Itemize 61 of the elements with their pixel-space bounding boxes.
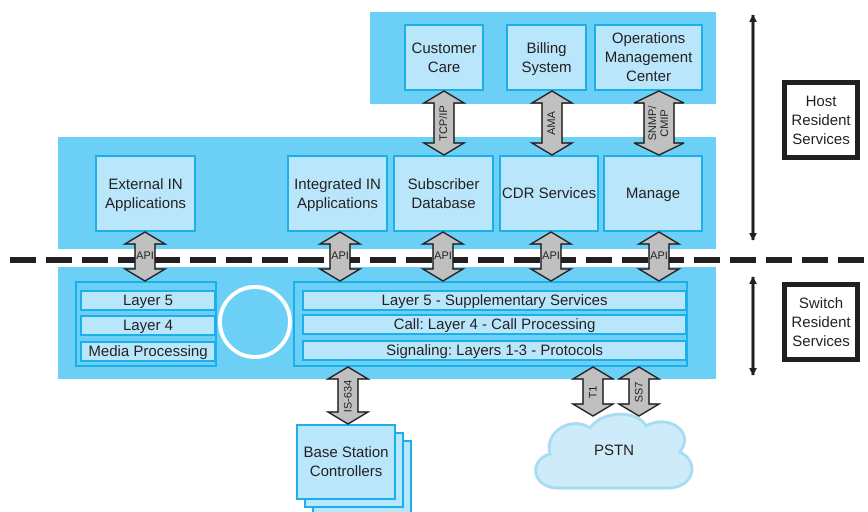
double-block-arrow	[529, 90, 575, 156]
component-box	[95, 155, 196, 232]
component-box	[296, 424, 396, 500]
edge-label: SNMP/ CMIP	[647, 104, 671, 142]
node-text: Layer 4	[122, 317, 174, 334]
double-block-arrow	[633, 90, 685, 156]
node-text: Subscriber Database	[406, 174, 480, 212]
double-block-arrow	[616, 366, 662, 417]
component-box	[603, 155, 703, 232]
label-box	[782, 80, 860, 160]
node-text: PSTN	[594, 440, 634, 460]
node-text: Host Resident Services	[790, 92, 852, 148]
edge-label: API	[541, 250, 561, 262]
layer-bar	[302, 290, 687, 311]
node-text: Switch Resident Services	[790, 294, 852, 350]
double-block-arrow	[317, 231, 363, 282]
double-block-arrow	[325, 366, 371, 425]
stack-frame	[293, 281, 688, 367]
edge-label: T1	[587, 384, 599, 400]
layer-bar	[80, 315, 216, 336]
component-box	[499, 155, 599, 232]
node-text: Call: Layer 4 - Call Processing	[394, 316, 596, 333]
node-text: Billing System	[520, 38, 572, 76]
layer-panel	[58, 267, 716, 379]
node-text: Integrated IN Applications	[293, 174, 382, 212]
node-text: External IN Applications	[104, 174, 187, 212]
component-box	[506, 24, 587, 91]
label-box	[782, 282, 860, 362]
layer-panel	[370, 12, 716, 104]
node-text: CDR Services	[502, 184, 596, 203]
layer-bar	[302, 314, 687, 335]
layer-bar	[80, 290, 216, 311]
node-text: Manage	[626, 184, 680, 203]
node-text: Operations Management Center	[604, 29, 694, 86]
edge-label: SS7	[633, 380, 645, 404]
double-block-arrow	[122, 231, 168, 282]
double-block-arrow	[528, 231, 574, 282]
node-text: Base Station Controllers	[302, 443, 390, 481]
edge-label: API	[135, 250, 155, 262]
stack-frame	[75, 281, 217, 367]
double-block-arrow	[420, 231, 466, 282]
edge-label: TCP/IP	[438, 104, 450, 143]
double-block-arrow	[636, 231, 682, 282]
edge-label: API	[433, 250, 453, 262]
node-text: Media Processing	[88, 343, 208, 360]
edge-label: API	[649, 250, 669, 262]
component-box	[287, 155, 388, 232]
component-box	[393, 155, 494, 232]
node-text: Signaling: Layers 1-3 - Protocols	[386, 342, 603, 359]
node-text: Layer 5 - Supplementary Services	[382, 292, 608, 309]
component-box	[594, 24, 703, 91]
edge-label: IS-634	[342, 378, 354, 414]
node-text: Customer Care	[410, 38, 478, 76]
edge-label: API	[330, 250, 350, 262]
layer-bar	[302, 340, 687, 361]
double-block-arrow	[421, 90, 467, 156]
double-block-arrow	[570, 366, 616, 417]
edge-label: AMA	[546, 110, 558, 137]
layer-bar	[80, 341, 216, 362]
node-text: Layer 5	[122, 292, 174, 309]
component-box	[404, 24, 484, 91]
